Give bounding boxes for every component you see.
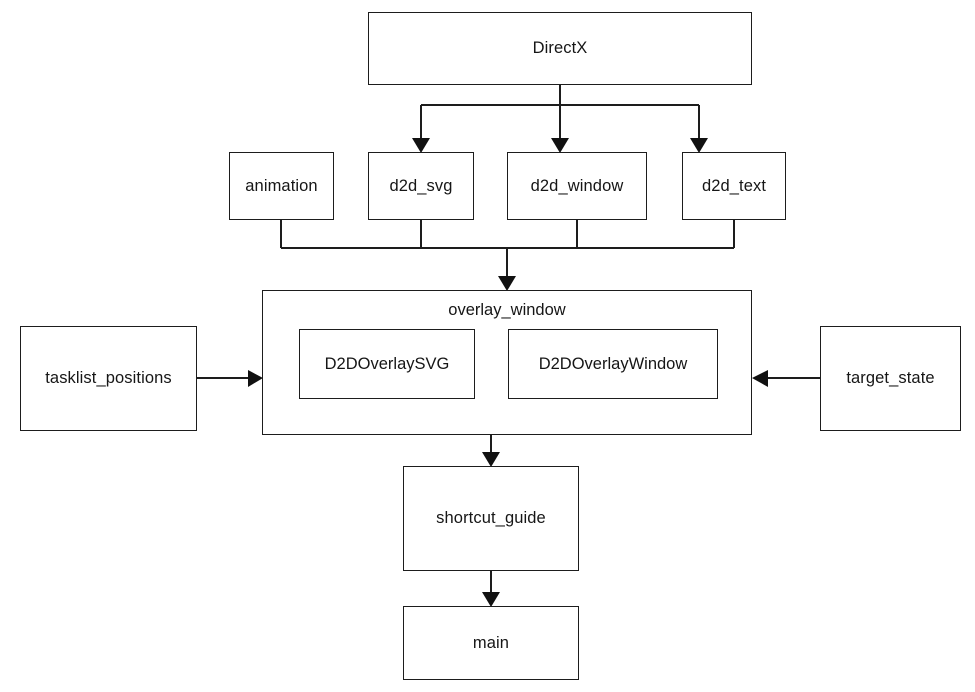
node-animation[interactable]: animation	[229, 152, 334, 220]
node-label-d2d-text: d2d_text	[701, 176, 767, 195]
arrowhead-d2d_text	[690, 138, 708, 153]
arrowhead-shortcut_guide	[482, 452, 500, 467]
node-d2d-window[interactable]: d2d_window	[507, 152, 647, 220]
node-d2doverlaysvg[interactable]: D2DOverlaySVG	[299, 329, 475, 399]
node-label-d2d-window: d2d_window	[530, 176, 624, 195]
node-label-tasklist-positions: tasklist_positions	[45, 369, 172, 388]
node-directx[interactable]: DirectX	[368, 12, 752, 85]
edge-row2-merge-bus	[280, 220, 735, 278]
node-label-main: main	[472, 633, 510, 652]
arrowhead-d2d_window	[551, 138, 569, 153]
arrowhead-main	[482, 592, 500, 607]
node-label-d2d-svg: d2d_svg	[389, 176, 453, 195]
arrowhead-overlay-window-right	[752, 370, 768, 387]
group-overlay-window[interactable]: overlay_window D2DOverlaySVG D2DOverlayW…	[262, 290, 752, 435]
arrowhead-overlay-window-left	[248, 370, 263, 387]
node-label-shortcut-guide: shortcut_guide	[436, 509, 546, 528]
node-tasklist-positions[interactable]: tasklist_positions	[20, 326, 197, 431]
arrowhead-overlay-window-top	[498, 276, 516, 291]
node-label-directx: DirectX	[532, 39, 588, 58]
node-label-animation: animation	[245, 176, 318, 195]
node-main[interactable]: main	[403, 606, 579, 680]
node-shortcut-guide[interactable]: shortcut_guide	[403, 466, 579, 571]
edge-directx-to-d2d_svg	[420, 85, 699, 140]
node-label-d2doverlaywindow: D2DOverlayWindow	[538, 354, 688, 373]
node-label-target-state: target_state	[846, 369, 935, 388]
arrowhead-d2d_svg	[412, 138, 430, 153]
node-target-state[interactable]: target_state	[820, 326, 961, 431]
node-d2doverlaywindow[interactable]: D2DOverlayWindow	[508, 329, 718, 399]
node-label-d2doverlaysvg: D2DOverlaySVG	[324, 354, 450, 373]
group-label-overlay-window: overlay_window	[448, 301, 566, 319]
node-d2d-svg[interactable]: d2d_svg	[368, 152, 474, 220]
node-d2d-text[interactable]: d2d_text	[682, 152, 786, 220]
